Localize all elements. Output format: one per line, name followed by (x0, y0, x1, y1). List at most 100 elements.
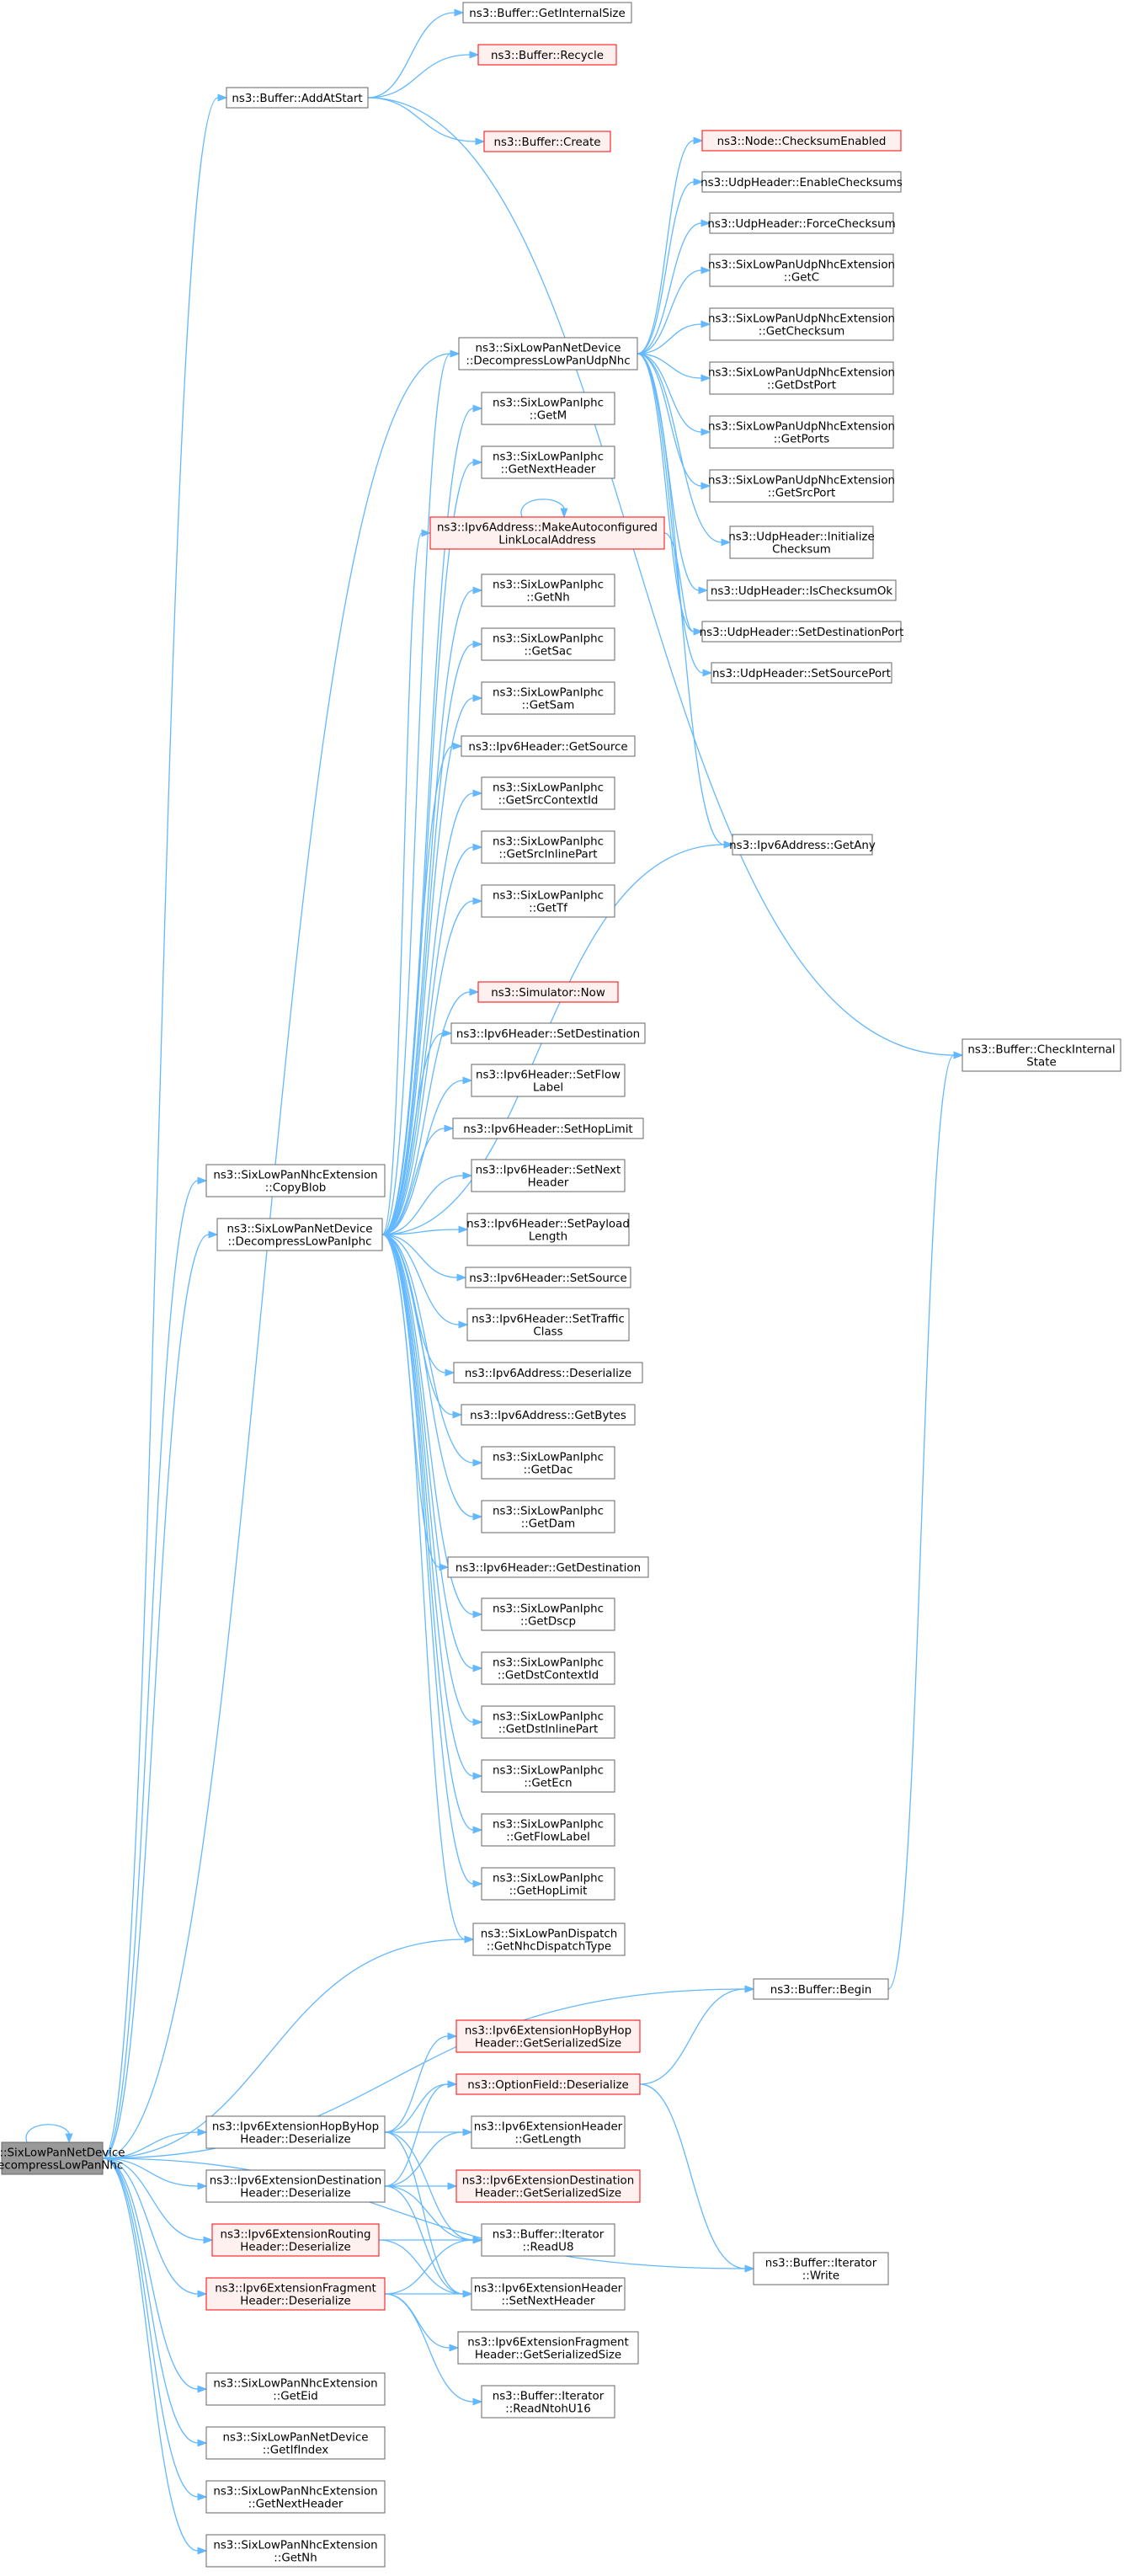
node-hbhserialsize[interactable]: ns3::Ipv6ExtensionHopByHopHeader::GetSer… (455, 2019, 641, 2053)
node-getany[interactable]: ns3::Ipv6Address::GetAny (729, 834, 876, 856)
node-getnhcdispatch[interactable]: ns3::SixLowPanDispatch::GetNhcDispatchTy… (472, 1923, 626, 1956)
node-label: ns3::Buffer::GetInternalSize (469, 8, 625, 20)
node-begin[interactable]: ns3::Buffer::Begin (753, 1978, 889, 2000)
node-nhcgetnextheader[interactable]: ns3::SixLowPanNhcExtension::GetNextHeade… (205, 2480, 386, 2514)
node-routingdeserialize[interactable]: ns3::Ipv6ExtensionRoutingHeader::Deseria… (211, 2223, 380, 2257)
node-getbytes[interactable]: ns3::Ipv6Address::GetBytes (461, 1404, 636, 1426)
node-getdac[interactable]: ns3::SixLowPanIphc::GetDac (481, 1446, 615, 1480)
node-destserialsize[interactable]: ns3::Ipv6ExtensionDestinationHeader::Get… (455, 2169, 641, 2203)
node-readntohu16[interactable]: ns3::Buffer::Iterator::ReadNtohU16 (481, 2385, 615, 2419)
node-label: ns3::OptionField::Deserialize (467, 2079, 629, 2092)
node-box (709, 469, 894, 503)
node-recycle[interactable]: ns3::Buffer::Recycle (477, 44, 617, 66)
node-root[interactable]: ns3::SixLowPanNetDevice::DecompressLowPa… (0, 2141, 125, 2175)
edge-arrowhead (472, 1718, 483, 1726)
node-getnh[interactable]: ns3::SixLowPanIphc::GetNh (481, 573, 615, 607)
node-label: ::GetDstPort (767, 380, 836, 392)
edge-optdeserialize-to-begin (639, 1985, 755, 2085)
node-geteid[interactable]: ns3::SixLowPanNhcExtension::GetEid (205, 2372, 386, 2406)
node-getsrcinlinepart[interactable]: ns3::SixLowPanIphc::GetSrcInlinePart (481, 830, 615, 864)
node-enablechecksums[interactable]: ns3::UdpHeader::EnableChecksums (701, 171, 903, 193)
edge-decompudpnhc-to-udpgetdstport (637, 353, 711, 382)
node-udpgetports[interactable]: ns3::SixLowPanUdpNhcExtension::GetPorts (708, 415, 895, 449)
node-udpgetsrcport[interactable]: ns3::SixLowPanUdpNhcExtension::GetSrcPor… (708, 469, 895, 503)
node-copyblob[interactable]: ns3::SixLowPanNhcExtension::CopyBlob (205, 1164, 386, 1197)
edge-line (381, 1234, 474, 1723)
node-fragserialsize[interactable]: ns3::Ipv6ExtensionFragmentHeader::GetSer… (457, 2331, 639, 2365)
node-label: ns3::SixLowPanUdpNhcExtension (708, 259, 895, 272)
node-forcechecksum[interactable]: ns3::UdpHeader::ForceChecksum (707, 212, 896, 234)
node-getsam[interactable]: ns3::SixLowPanIphc::GetSam (481, 681, 615, 715)
node-nhcgetnh[interactable]: ns3::SixLowPanNhcExtension::GetNh (205, 2534, 386, 2568)
node-getdstcontextid[interactable]: ns3::SixLowPanIphc::GetDstContextId (481, 1651, 615, 1685)
node-getifindex[interactable]: ns3::SixLowPanNetDevice::GetIfIndex (205, 2426, 386, 2460)
edge-arrowhead (693, 627, 704, 636)
node-extgetlength[interactable]: ns3::Ipv6ExtensionHeader::GetLength (471, 2115, 626, 2149)
node-decompudpnhc[interactable]: ns3::SixLowPanNetDevice::DecompressLowPa… (458, 337, 638, 371)
node-addrdeserialize[interactable]: ns3::Ipv6Address::Deserialize (453, 1362, 643, 1384)
node-addatstart[interactable]: ns3::Buffer::AddAtStart (226, 87, 369, 109)
node-udpgetc[interactable]: ns3::SixLowPanUdpNhcExtension::GetC (708, 253, 895, 287)
node-getdscp[interactable]: ns3::SixLowPanIphc::GetDscp (481, 1597, 615, 1631)
node-label: ns3::SixLowPanNhcExtension (213, 2378, 377, 2391)
edge-line (381, 900, 474, 1235)
edge-arrowhead (472, 2236, 483, 2244)
node-extsetnextheader[interactable]: ns3::Ipv6ExtensionHeader::SetNextHeader (471, 2277, 626, 2311)
node-getm[interactable]: ns3::SixLowPanIphc::GetM (481, 392, 615, 425)
node-getecn[interactable]: ns3::SixLowPanIphc::GetEcn (481, 1759, 615, 1793)
node-getflowlabel[interactable]: ns3::SixLowPanIphc::GetFlowLabel (481, 1813, 615, 1847)
node-udpgetdstport[interactable]: ns3::SixLowPanUdpNhcExtension::GetDstPor… (708, 361, 895, 395)
node-simnow[interactable]: ns3::Simulator::Now (477, 981, 619, 1003)
node-getsource[interactable]: ns3::Ipv6Header::GetSource (461, 735, 636, 757)
node-decompiphc[interactable]: ns3::SixLowPanNetDevice::DecompressLowPa… (216, 1218, 383, 1251)
node-readu8[interactable]: ns3::Buffer::Iterator::ReadU8 (481, 2223, 615, 2257)
node-box (465, 1267, 631, 1288)
edge-arrowhead (65, 2133, 73, 2144)
node-itwrite[interactable]: ns3::Buffer::Iterator::Write (753, 2252, 889, 2285)
node-fragdeserialize[interactable]: ns3::Ipv6ExtensionFragmentHeader::Deseri… (205, 2277, 386, 2311)
edge-arrowhead (472, 1459, 483, 1467)
node-setdestport[interactable]: ns3::UdpHeader::SetDestinationPort (700, 621, 904, 643)
node-getdam[interactable]: ns3::SixLowPanIphc::GetDam (481, 1500, 615, 1533)
node-create[interactable]: ns3::Buffer::Create (483, 131, 611, 152)
edge-addatstart-to-getinternalsize (367, 8, 465, 99)
node-getinternalsize[interactable]: ns3::Buffer::GetInternalSize (462, 2, 632, 24)
node-label: State (1026, 1057, 1056, 1069)
node-destdeserialize[interactable]: ns3::Ipv6ExtensionDestinationHeader::Des… (205, 2169, 386, 2203)
edge-line (381, 532, 423, 1235)
node-setsrcport[interactable]: ns3::UdpHeader::SetSourcePort (711, 662, 892, 684)
node-gettf[interactable]: ns3::SixLowPanIphc::GetTf (481, 884, 615, 918)
node-gethoplimit[interactable]: ns3::SixLowPanIphc::GetHopLimit (481, 1867, 615, 1901)
node-label: ns3::Node::ChecksumEnabled (717, 136, 887, 148)
edge-arrowhead (472, 897, 483, 905)
node-setsource[interactable]: ns3::Ipv6Header::SetSource (465, 1267, 631, 1288)
edge-line (637, 353, 702, 379)
node-getdstinlinepart[interactable]: ns3::SixLowPanIphc::GetDstInlinePart (481, 1705, 615, 1739)
edge-line (102, 2157, 199, 2498)
edge-arrowhead (450, 349, 461, 358)
node-getsac[interactable]: ns3::SixLowPanIphc::GetSac (481, 627, 615, 661)
edge-arrowhead (458, 1225, 469, 1234)
node-checksumenabled[interactable]: ns3::Node::ChecksumEnabled (701, 130, 902, 152)
edge-line (637, 323, 702, 355)
node-sethoplimit[interactable]: ns3::Ipv6Header::SetHopLimit (452, 1117, 644, 1139)
edge-line (637, 269, 702, 355)
node-setdestination[interactable]: ns3::Ipv6Header::SetDestination (450, 1022, 646, 1044)
node-getnextheader[interactable]: ns3::SixLowPanIphc::GetNextHeader (481, 445, 615, 479)
node-udpgetchecksum[interactable]: ns3::SixLowPanUdpNhcExtension::GetChecks… (708, 307, 895, 341)
node-getsrccontextid[interactable]: ns3::SixLowPanIphc::GetSrcContextId (481, 776, 615, 810)
node-makeautoconf[interactable]: ns3::Ipv6Address::MakeAutoconfiguredLink… (429, 516, 665, 550)
node-setnextheader6[interactable]: ns3::Ipv6Header::SetNextHeader (471, 1159, 626, 1192)
node-ischecksumok[interactable]: ns3::UdpHeader::IsChecksumOk (706, 579, 897, 601)
node-optdeserialize[interactable]: ns3::OptionField::Deserialize (455, 2073, 641, 2095)
edge-line (384, 2131, 464, 2187)
node-hbhdeserialize[interactable]: ns3::Ipv6ExtensionHopByHopHeader::Deseri… (205, 2115, 386, 2149)
node-getdestination[interactable]: ns3::Ipv6Header::GetDestination (447, 1556, 649, 1578)
node-label: ::GetDam (521, 1518, 575, 1531)
node-label: ns3::Ipv6ExtensionHeader (474, 2121, 623, 2134)
